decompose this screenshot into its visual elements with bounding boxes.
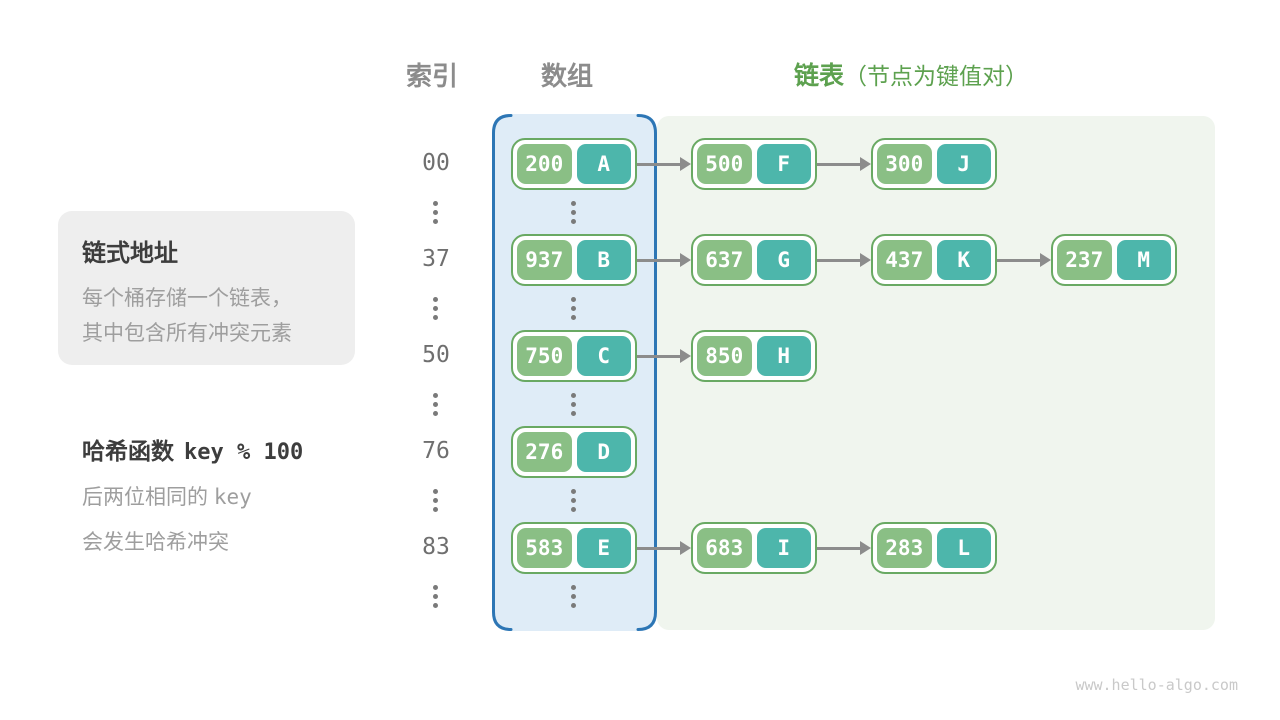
hash-function-label: 哈希函数 xyxy=(82,438,174,464)
arrow-head xyxy=(860,541,871,555)
bucket-index-00: 00 xyxy=(422,150,450,176)
node-key: 850 xyxy=(697,336,752,376)
bucket-index-83: 83 xyxy=(422,534,450,560)
arrow-head xyxy=(680,253,691,267)
arrow-head xyxy=(680,157,691,171)
bucket-index-76: 76 xyxy=(422,438,450,464)
node-value: F xyxy=(756,144,811,184)
node-value: C xyxy=(576,336,631,376)
node-key: 750 xyxy=(517,336,572,376)
arrow-line xyxy=(817,162,862,166)
vertical-ellipsis-icon xyxy=(433,489,438,512)
arrow-line xyxy=(637,354,682,358)
vertical-ellipsis-icon xyxy=(571,201,576,224)
bucket-index-37: 37 xyxy=(422,246,450,272)
node-value: G xyxy=(756,240,811,280)
node-value: M xyxy=(1116,240,1171,280)
vertical-ellipsis-icon xyxy=(433,393,438,416)
arrow-head xyxy=(1040,253,1051,267)
arrow-line xyxy=(637,162,682,166)
info-box-line-1: 每个桶存储一个链表， xyxy=(82,287,292,310)
vertical-ellipsis-icon xyxy=(433,585,438,608)
vertical-ellipsis-icon xyxy=(571,585,576,608)
arrow-head xyxy=(860,253,871,267)
vertical-ellipsis-icon xyxy=(571,393,576,416)
linked-list-label: 链表 xyxy=(794,62,845,90)
node-key: 283 xyxy=(877,528,932,568)
node-key: 200 xyxy=(517,144,572,184)
node-key: 583 xyxy=(517,528,572,568)
node-value: B xyxy=(576,240,631,280)
node-value: L xyxy=(936,528,991,568)
arrow-icon xyxy=(817,253,871,267)
column-header-array: 数组 xyxy=(540,61,593,91)
arrow-head xyxy=(680,541,691,555)
info-box-title: 链式地址 xyxy=(82,240,178,267)
arrow-head xyxy=(860,157,871,171)
arrow-icon xyxy=(637,349,691,363)
arrow-icon xyxy=(817,541,871,555)
arrow-icon xyxy=(637,253,691,267)
node-value: A xyxy=(576,144,631,184)
hash-note-line-1: 后两位相同的 key xyxy=(82,485,252,509)
linked-list-note: （节点为键值对） xyxy=(844,63,1029,89)
node-value: K xyxy=(936,240,991,280)
arrow-icon xyxy=(637,157,691,171)
arrow-line xyxy=(637,546,682,550)
hash-function-formula: key % 100 xyxy=(184,440,304,465)
node-key: 437 xyxy=(877,240,932,280)
hash-function-title: 哈希函数 key % 100 xyxy=(82,432,303,466)
node-value: J xyxy=(936,144,991,184)
column-header-linked-list: 链表（节点为键值对） xyxy=(794,56,1028,92)
node-key: 637 xyxy=(697,240,752,280)
node-key: 237 xyxy=(1057,240,1112,280)
column-header-index: 索引 xyxy=(405,61,458,91)
vertical-ellipsis-icon xyxy=(433,201,438,224)
arrow-icon xyxy=(817,157,871,171)
info-box-line-2: 其中包含所有冲突元素 xyxy=(82,322,292,345)
info-box-chaining: 链式地址 每个桶存储一个链表， 其中包含所有冲突元素 xyxy=(58,211,355,365)
node-key: 300 xyxy=(877,144,932,184)
arrow-line xyxy=(817,258,862,262)
watermark: www.hello-algo.com xyxy=(1075,676,1238,694)
node-key: 937 xyxy=(517,240,572,280)
hash-function-note: 哈希函数 key % 100 后两位相同的 key 会发生哈希冲突 xyxy=(82,432,303,556)
vertical-ellipsis-icon xyxy=(571,489,576,512)
arrow-head xyxy=(680,349,691,363)
node-value: H xyxy=(756,336,811,376)
arrow-icon xyxy=(997,253,1051,267)
hash-note-line-2: 会发生哈希冲突 xyxy=(82,531,229,554)
node-value: D xyxy=(576,432,631,472)
arrow-line xyxy=(637,258,682,262)
arrow-icon xyxy=(637,541,691,555)
node-key: 276 xyxy=(517,432,572,472)
arrow-line xyxy=(817,546,862,550)
node-key: 683 xyxy=(697,528,752,568)
node-value: I xyxy=(756,528,811,568)
arrow-line xyxy=(997,258,1042,262)
vertical-ellipsis-icon xyxy=(433,297,438,320)
bucket-index-50: 50 xyxy=(422,342,450,368)
node-value: E xyxy=(576,528,631,568)
array-bracket-border xyxy=(492,114,657,631)
vertical-ellipsis-icon xyxy=(571,297,576,320)
node-key: 500 xyxy=(697,144,752,184)
